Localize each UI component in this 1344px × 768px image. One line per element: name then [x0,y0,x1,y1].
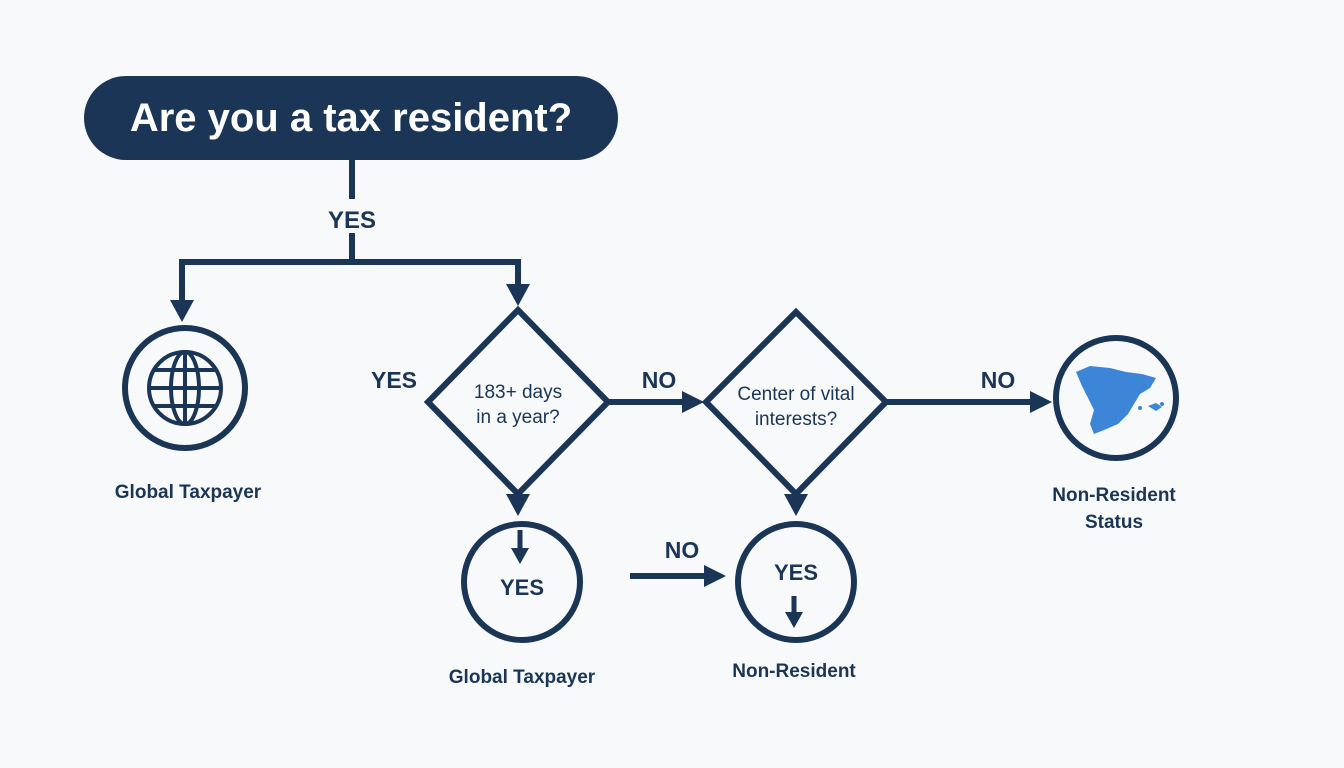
q2-text-line1: Center of vital [737,384,854,405]
yes-circle-right [735,521,857,643]
q2-text-line2: interests? [755,409,837,430]
yes-label-top: YES [328,207,376,234]
spain-map-icon [1076,366,1164,434]
title-pill [84,76,618,160]
yes-circle-right-label: YES [774,560,818,585]
arrow-in-yes-circle-right [785,596,803,628]
globe-icon [147,350,223,426]
non-resident-status-line2: Status [1085,512,1143,533]
q1-text-line2: in a year? [476,407,559,428]
arrow-q2-down [784,494,808,516]
arrow-q2-to-non-resident-status [886,391,1052,413]
no-label-2: NO [981,367,1016,393]
yes-label-left: YES [371,367,417,393]
arrow-in-yes-circle-left [511,530,529,564]
arrow-to-q1 [506,262,530,306]
q1-text-line1: 183+ days [474,382,562,403]
arrow-q1-down [506,494,530,516]
global-taxpayer-label-2: Global Taxpayer [449,667,596,688]
yes-circle-left-label: YES [500,575,544,600]
non-resident-label: Non-Resident [732,661,856,682]
arrow-q1-to-q2 [608,391,704,413]
non-resident-status-line1: Non-Resident [1052,485,1176,506]
arrow-to-global-taxpayer [170,262,194,322]
no-label-1: NO [642,367,677,393]
arrow-bottom-no [630,565,726,587]
page-title: Are you a tax resident? [129,95,573,140]
connectors [179,157,521,265]
non-resident-status-circle [1053,335,1179,461]
no-label-bottom: NO [665,537,700,563]
yes-circle-left [461,521,583,643]
global-taxpayer-label-1: Global Taxpayer [115,482,262,503]
global-taxpayer-circle [122,325,248,451]
